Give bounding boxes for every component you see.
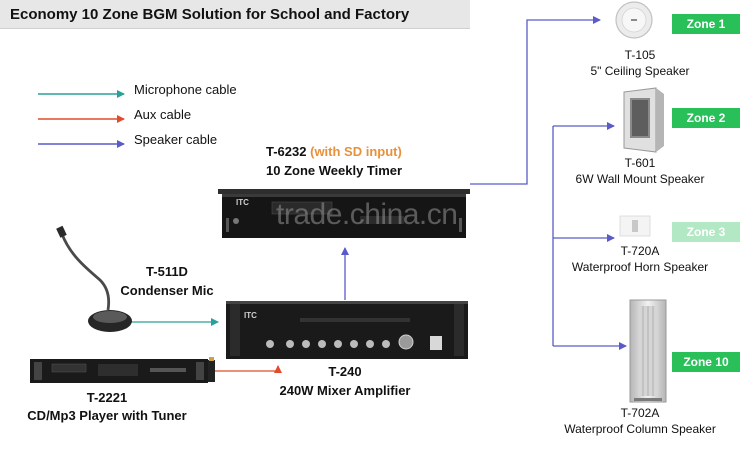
column-speaker xyxy=(629,299,667,403)
timer-model: T-6232 xyxy=(266,144,307,159)
cd-player xyxy=(30,359,208,383)
speaker3-model-label: T-720A xyxy=(620,244,660,258)
speaker4-name-label: Waterproof Column Speaker xyxy=(564,422,716,436)
ceiling-speaker xyxy=(615,1,653,39)
zone-badge-1: Zone 1 xyxy=(672,14,740,34)
legend-label-aux: Aux cable xyxy=(134,107,192,122)
condenser-mic xyxy=(56,225,132,332)
speaker1-model-label: T-105 xyxy=(624,48,656,62)
wall-mount-speaker xyxy=(623,87,664,153)
player-name-label: CD/Mp3 Player with Tuner xyxy=(27,408,187,423)
timer-device: ITC xyxy=(218,189,470,238)
timer-model-label: T-6232 (with SD input) xyxy=(266,144,402,159)
aux-connector xyxy=(208,357,215,382)
speaker2-model-label: T-601 xyxy=(624,156,656,170)
legend-label-microphone: Microphone cable xyxy=(134,82,237,97)
timer-note: (with SD input) xyxy=(310,144,402,159)
mic-name-label: Condenser Mic xyxy=(120,283,214,298)
aux-cable xyxy=(214,365,282,373)
amplifier-brand-logo: ITC xyxy=(244,311,257,320)
timer-name-label: 10 Zone Weekly Timer xyxy=(266,163,403,178)
zone-badge-3: Zone 3 xyxy=(672,222,740,242)
watermark: trade.china.cn xyxy=(276,198,458,231)
title-bar: Economy 10 Zone BGM Solution for School … xyxy=(0,0,470,29)
horn-speaker xyxy=(619,215,651,237)
amp-model-label: T-240 xyxy=(328,364,362,379)
legend-label-speaker: Speaker cable xyxy=(134,132,218,147)
zone-badge-10: Zone 10 xyxy=(672,352,740,372)
player-model-label: T-2221 xyxy=(86,390,128,405)
speaker2-name-label: 6W Wall Mount Speaker xyxy=(575,172,705,186)
amp-name-label: 240W Mixer Amplifier xyxy=(279,383,411,398)
speaker-cable-zone1 xyxy=(470,16,601,185)
zone-badge-2: Zone 2 xyxy=(672,108,740,128)
speaker4-model-label: T-702A xyxy=(620,406,660,420)
mixer-amplifier: ITC xyxy=(226,301,468,359)
speaker3-name-label: Waterproof Horn Speaker xyxy=(571,260,709,274)
timer-brand-logo: ITC xyxy=(236,198,249,207)
mic-model-label: T-511D xyxy=(146,264,188,279)
speaker1-name-label: 5" Ceiling Speaker xyxy=(590,64,690,78)
diagram-title: Economy 10 Zone BGM Solution for School … xyxy=(10,6,410,23)
